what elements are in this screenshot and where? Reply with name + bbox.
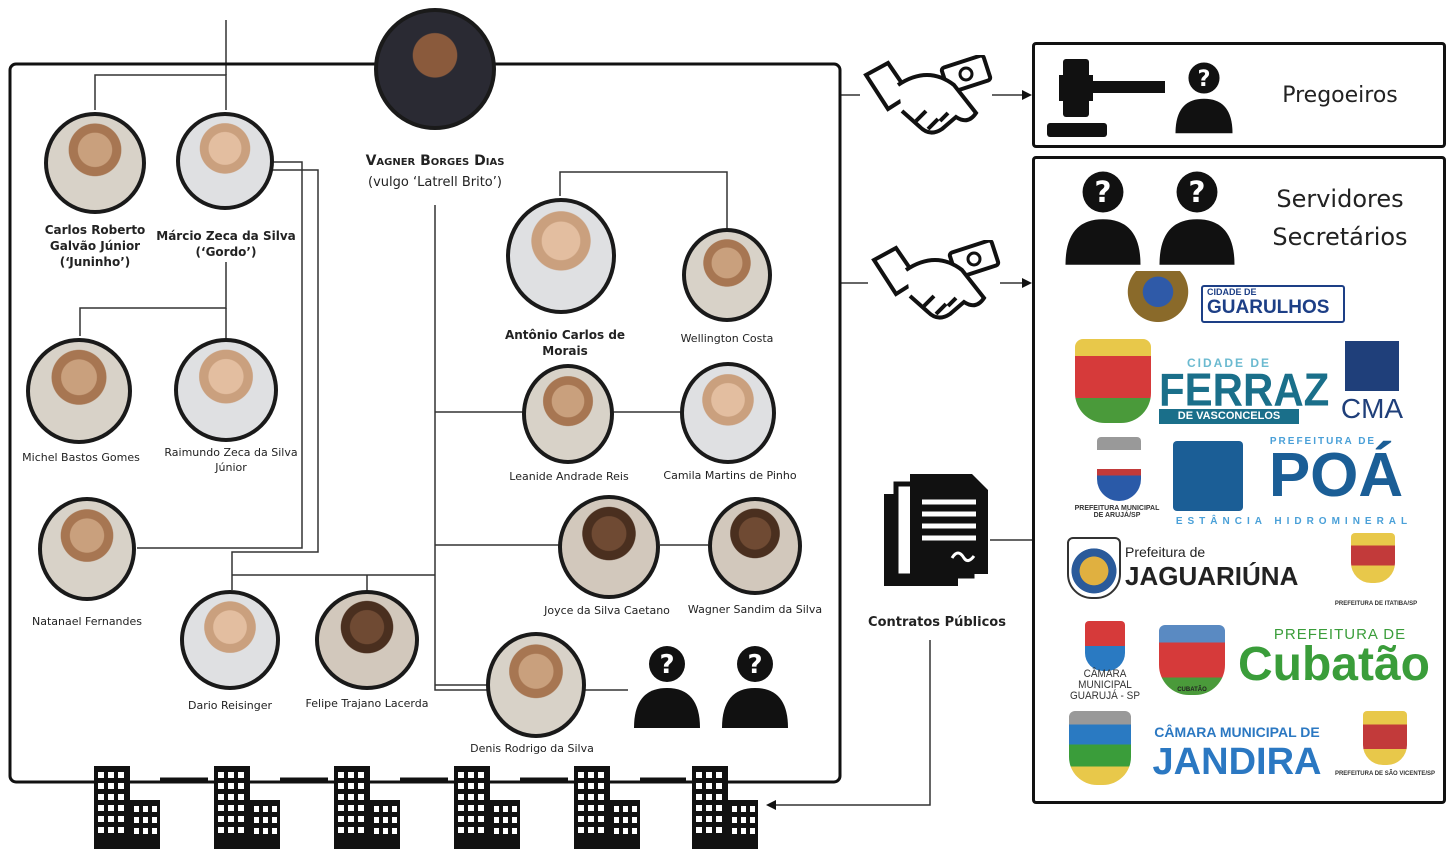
building-icon — [94, 766, 160, 849]
photo-camila — [680, 362, 776, 464]
cma-mark — [1345, 341, 1399, 391]
name-michel: Michel Bastos Gomes — [22, 451, 140, 464]
svg-text:?: ? — [1094, 175, 1111, 209]
poa-name: POÁ — [1268, 441, 1404, 510]
leader-name: Vagner Borges Dias — [365, 153, 505, 169]
jaguariuna-crest — [1067, 537, 1121, 599]
name-joyce: Joyce da Silva Caetano — [544, 604, 670, 617]
photo-wellington — [682, 228, 772, 322]
svg-text:?: ? — [659, 650, 674, 680]
documents-icon — [884, 474, 988, 586]
secretarios-label: Secretários — [1272, 223, 1408, 251]
name-leanide: Leanide Andrade Reis — [509, 470, 629, 483]
saovicente-crest — [1363, 711, 1407, 765]
cubatao-crest — [1159, 625, 1225, 695]
name-denis: Denis Rodrigo da Silva — [470, 742, 594, 755]
pregoeiros-label: Pregoeiros — [1282, 83, 1398, 108]
jandira-name: JANDIRA — [1152, 741, 1322, 783]
photo-wagner — [708, 497, 802, 595]
name-antonio: Antônio Carlos de Morais — [504, 328, 626, 359]
aruja-crest — [1097, 437, 1141, 501]
poa-bottom: ESTÂNCIA HIDROMINERAL — [1175, 516, 1413, 527]
unknown-person-icon: ? — [634, 646, 700, 728]
unknown-person-icon: ? — [722, 646, 788, 728]
guarulhos-name: GUARULHOS — [1207, 297, 1330, 318]
name-raimundo: Raimundo Zeca da Silva Júnior — [164, 446, 298, 474]
photo-leanide — [522, 364, 614, 464]
name-carlos: Carlos Roberto Galvão Júnior (‘Juninho’) — [44, 223, 146, 270]
poa-seal — [1173, 441, 1243, 511]
pregoeiros-box: ? Pregoeiros — [1032, 42, 1446, 148]
ferraz-top: CIDADE DE — [1186, 356, 1271, 370]
servidores-box: ? ? Servidores Secretários CIDADE DE GUA… — [1032, 156, 1446, 804]
jandira-crest — [1069, 711, 1131, 785]
building-icon — [334, 766, 400, 849]
handshake-money-icon — [871, 240, 1001, 320]
photo-raimundo — [174, 338, 278, 442]
photo-joyce — [558, 495, 660, 599]
companies-row — [94, 766, 758, 849]
photo-natanael — [38, 497, 136, 601]
itatiba-crest — [1351, 533, 1395, 583]
cubatao-top: PREFEITURA DE — [1273, 626, 1407, 643]
leader-photo — [374, 8, 496, 130]
guaruja-crest — [1085, 621, 1125, 671]
poa-top: PREFEITURA DE — [1269, 436, 1377, 447]
svg-text:?: ? — [747, 650, 762, 680]
ferraz-name: FERRAZ — [1159, 363, 1330, 416]
name-dario: Dario Reisinger — [187, 699, 273, 712]
name-felipe: Felipe Trajano Lacerda — [305, 697, 429, 710]
guarulhos-top: CIDADE DE — [1207, 287, 1257, 297]
guaruja-label: CÂMARA MUNICIPAL GUARUJÁ - SP — [1069, 668, 1140, 703]
servidores-label: Servidores — [1276, 185, 1404, 213]
unknown-person-icon: ? — [1159, 171, 1235, 265]
contracts-label: Contratos Públicos — [868, 615, 1006, 630]
name-natanael: Natanael Fernandes — [31, 615, 143, 628]
cma-label: CMA — [1340, 393, 1404, 424]
cubatao-name: Cubatão — [1238, 638, 1430, 691]
ferraz-crest — [1075, 339, 1151, 423]
photo-dario — [180, 590, 280, 690]
name-wagner: Wagner Sandim da Silva — [687, 603, 823, 616]
name-wellington: Wellington Costa — [680, 332, 774, 345]
name-camila: Camila Martins de Pinho — [663, 469, 797, 482]
photo-felipe — [315, 590, 419, 690]
saovicente-label: PREFEITURA DE SÃO VICENTE/SP — [1334, 771, 1436, 777]
building-icon — [214, 766, 280, 849]
itatiba-label: PREFEITURA DE ITATIBA/SP — [1334, 601, 1418, 607]
gavel-icon — [1047, 59, 1165, 137]
guarulhos-logo: CIDADE DE GUARULHOS — [1113, 269, 1345, 327]
unknown-person-icon: ? — [1175, 62, 1233, 134]
svg-text:?: ? — [1188, 175, 1205, 209]
cubatao-seal-label: CUBATÃO — [1177, 687, 1207, 693]
photo-carlos — [44, 112, 146, 214]
name-marcio: Márcio Zeca da Silva (‘Gordo’) — [156, 229, 296, 260]
handshake-money-icon — [863, 55, 993, 135]
svg-text:?: ? — [1197, 66, 1210, 92]
ferraz-bottom: DE VASCONCELOS — [1159, 409, 1299, 424]
photo-antonio — [506, 198, 616, 314]
building-icon — [454, 766, 520, 849]
building-icon — [692, 766, 758, 849]
aruja-label: PREFEITURA MUNICIPAL DE ARUJÁ/SP — [1074, 505, 1160, 519]
jaguariuna-top: Prefeitura de — [1125, 544, 1206, 560]
photo-denis — [486, 632, 586, 738]
guarulhos-crest — [1119, 271, 1197, 323]
unknown-person-icon: ? — [1065, 171, 1141, 265]
jaguariuna-name: JAGUARIÚNA — [1125, 561, 1299, 591]
photo-marcio — [176, 112, 274, 210]
jandira-top: CÂMARA MUNICIPAL DE — [1154, 724, 1320, 740]
leader-alias: (vulgo ‘Latrell Brito’) — [368, 175, 502, 190]
guarulhos-label-box: CIDADE DE GUARULHOS — [1201, 285, 1345, 323]
building-icon — [574, 766, 640, 849]
photo-michel — [26, 338, 132, 444]
